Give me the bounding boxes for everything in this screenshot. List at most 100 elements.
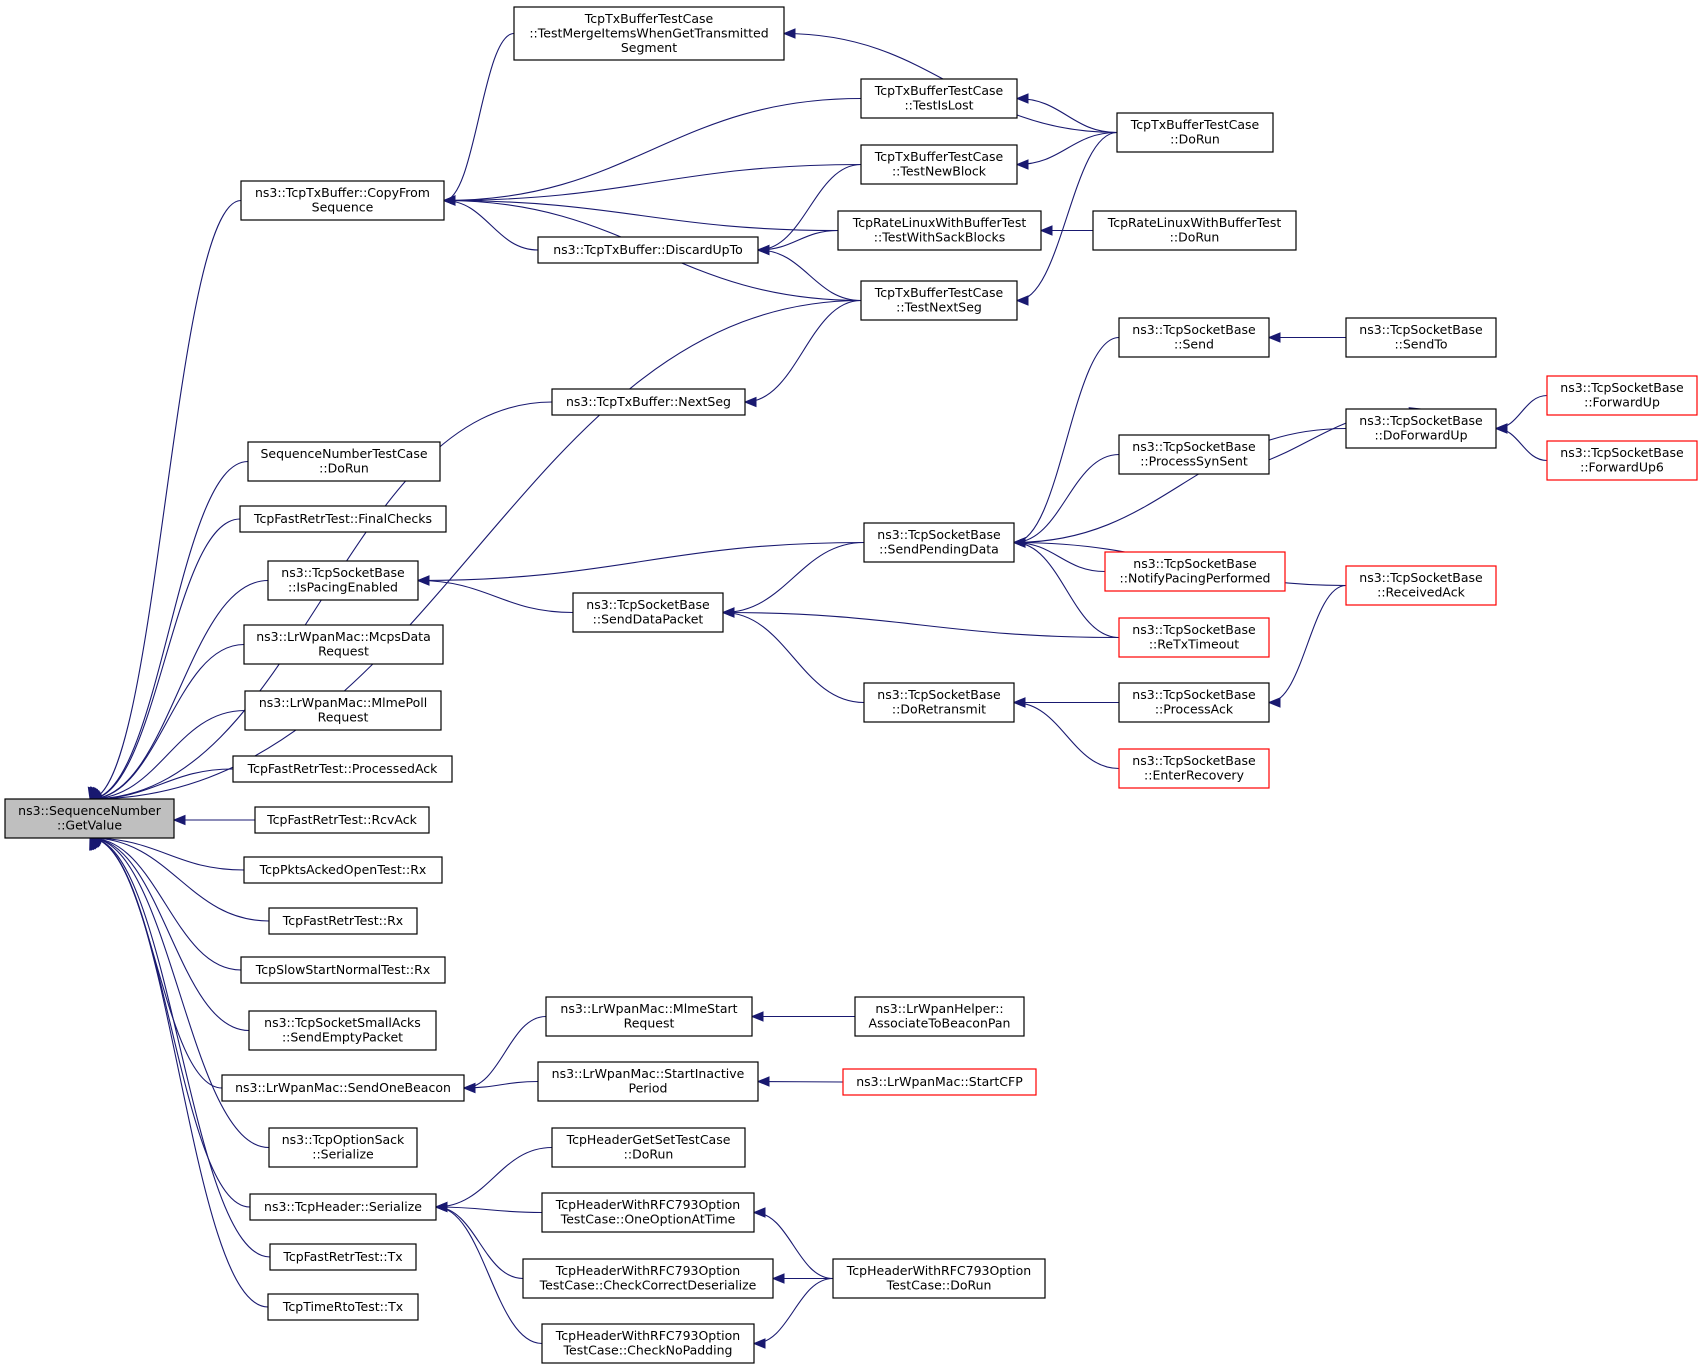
node-box <box>240 180 445 221</box>
node-discard-up-to[interactable]: ns3::TcpTxBuffer::DiscardUpTo <box>537 236 759 264</box>
node-send-empty[interactable]: ns3::TcpSocketSmallAcks::SendEmptyPacket <box>248 1010 437 1051</box>
node-process-ack[interactable]: ns3::TcpSocketBase::ProcessAck <box>1118 682 1270 723</box>
node-rate-do-run[interactable]: TcpRateLinuxWithBufferTest::DoRun <box>1092 210 1297 251</box>
edge-line <box>757 249 862 302</box>
node-is-pacing[interactable]: ns3::TcpSocketBase::IsPacingEnabled <box>267 560 419 601</box>
arrowhead <box>1494 423 1508 434</box>
edge-rate-do-run-to-test-with-sack <box>1039 225 1093 236</box>
node-label-line: ::DoRun <box>1170 132 1220 147</box>
node-test-is-lost[interactable]: TcpTxBufferTestCase::TestIsLost <box>860 78 1018 119</box>
node-sock-send[interactable]: ns3::TcpSocketBase::Send <box>1118 317 1270 358</box>
node-re-tx-timeout[interactable]: ns3::TcpSocketBase::ReTxTimeout <box>1118 617 1270 658</box>
node-check-correct[interactable]: TcpHeaderWithRFC793OptionTestCase::Check… <box>522 1258 774 1299</box>
node-check-no-padding[interactable]: TcpHeaderWithRFC793OptionTestCase::Check… <box>541 1323 755 1364</box>
node-header-serialize[interactable]: ns3::TcpHeader::Serialize <box>249 1193 437 1221</box>
edge-line <box>1268 584 1347 704</box>
node-fast-retr-tx[interactable]: TcpFastRetrTest::Tx <box>269 1243 417 1271</box>
edge-line <box>1013 701 1120 770</box>
node-final-checks[interactable]: TcpFastRetrTest::FinalChecks <box>239 505 447 533</box>
node-label-line: ::TestNextSeg <box>896 300 982 315</box>
node-forward-up[interactable]: ns3::TcpSocketBase::ForwardUp <box>1546 375 1698 416</box>
node-send-data-packet[interactable]: ns3::TcpSocketBase::SendDataPacket <box>572 592 724 633</box>
node-get-set-do-run[interactable]: TcpHeaderGetSetTestCase::DoRun <box>551 1127 746 1168</box>
node-forward-up6[interactable]: ns3::TcpSocketBase::ForwardUp6 <box>1546 440 1698 481</box>
edge-line <box>757 1080 844 1083</box>
node-test-merge[interactable]: TcpTxBufferTestCase::TestMergeItemsWhenG… <box>513 6 785 61</box>
node-test-new-block[interactable]: TcpTxBufferTestCase::TestNewBlock <box>860 144 1018 185</box>
node-one-option[interactable]: TcpHeaderWithRFC793OptionTestCase::OneOp… <box>541 1192 755 1233</box>
node-box <box>269 1243 417 1271</box>
node-label-line: TcpHeaderGetSetTestCase <box>566 1132 731 1147</box>
node-box <box>1116 112 1274 153</box>
node-sock-send-to[interactable]: ns3::TcpSocketBase::SendTo <box>1345 317 1497 358</box>
node-label-line: TcpFastRetrTest::Tx <box>282 1249 402 1264</box>
edge-send-pending-to-send-data-packet <box>721 541 865 618</box>
node-box <box>243 624 444 665</box>
node-associate[interactable]: ns3::LrWpanHelper::AssociateToBeaconPan <box>854 996 1025 1037</box>
node-process-syn-sent[interactable]: ns3::TcpSocketBase::ProcessSynSent <box>1118 434 1270 475</box>
node-fast-retr-rx[interactable]: TcpFastRetrTest::Rx <box>268 907 418 935</box>
edge-line <box>757 163 862 251</box>
node-do-forward-up[interactable]: ns3::TcpSocketBase::DoForwardUp <box>1345 408 1497 449</box>
node-label-line: TcpTxBufferTestCase <box>584 11 714 26</box>
edge-line <box>443 163 862 202</box>
node-label-line: TcpFastRetrTest::ProcessedAck <box>247 761 439 776</box>
node-option-sack[interactable]: ns3::TcpOptionSack::Serialize <box>268 1127 418 1168</box>
node-label-line: ns3::TcpTxBuffer::DiscardUpTo <box>553 242 743 257</box>
node-send-one-beacon[interactable]: ns3::LrWpanMac::SendOneBeacon <box>221 1074 465 1102</box>
node-box <box>1345 408 1497 449</box>
arrowhead <box>1015 295 1029 306</box>
node-test-next-seg[interactable]: TcpTxBufferTestCase::TestNextSeg <box>860 280 1018 321</box>
arrowhead <box>442 195 456 206</box>
node-start-cfp[interactable]: ns3::LrWpanMac::StartCFP <box>842 1068 1037 1096</box>
node-box <box>244 690 442 731</box>
node-test-with-sack[interactable]: TcpRateLinuxWithBufferTest::TestWithSack… <box>837 210 1042 251</box>
node-label-line: ns3::TcpSocketBase <box>1560 445 1684 460</box>
node-enter-recovery[interactable]: ns3::TcpSocketBase::EnterRecovery <box>1118 748 1270 789</box>
arrowhead <box>752 1338 766 1349</box>
edge-line <box>443 32 515 202</box>
edge-line <box>435 1206 543 1345</box>
node-box <box>254 806 430 834</box>
node-received-ack[interactable]: ns3::TcpSocketBase::ReceivedAck <box>1345 565 1497 606</box>
arrowhead <box>756 244 770 256</box>
node-tx-do-run[interactable]: TcpTxBufferTestCase::DoRun <box>1116 112 1274 153</box>
edge-line <box>1013 453 1120 544</box>
node-do-retransmit[interactable]: ns3::TcpSocketBase::DoRetransmit <box>863 682 1015 723</box>
node-processed-ack[interactable]: TcpFastRetrTest::ProcessedAck <box>232 755 453 783</box>
node-send-pending[interactable]: ns3::TcpSocketBase::SendPendingData <box>863 522 1015 563</box>
edge-test-merge-to-copy-from <box>442 32 515 206</box>
node-label-line: TestCase::DoRun <box>886 1278 992 1293</box>
node-rcv-ack[interactable]: TcpFastRetrTest::RcvAck <box>254 806 430 834</box>
edge-start-inactive-to-send-one-beacon <box>462 1080 539 1094</box>
node-label-line: ns3::LrWpanMac::McpsData <box>256 629 430 644</box>
node-box <box>1118 317 1270 358</box>
node-label-line: ::DoForwardUp <box>1374 428 1467 443</box>
edge-test-with-sack-to-copy-from <box>442 195 839 232</box>
edge-line <box>1495 427 1548 462</box>
node-pkts-acked-rx[interactable]: TcpPktsAckedOpenTest::Rx <box>243 856 443 884</box>
node-notify-pacing[interactable]: ns3::TcpSocketBase::NotifyPacingPerforme… <box>1104 551 1286 592</box>
edge-get-set-do-run-to-header-serialize <box>434 1146 553 1213</box>
node-box <box>268 907 418 935</box>
node-time-rto-tx[interactable]: TcpTimeRtoTest::Tx <box>267 1293 419 1321</box>
edge-line <box>722 611 865 704</box>
edge-line <box>744 299 862 403</box>
node-slow-start-rx[interactable]: TcpSlowStartNormalTest::Rx <box>240 956 446 984</box>
node-seq-do-run[interactable]: SequenceNumberTestCase::DoRun <box>247 441 441 482</box>
arrowhead <box>756 1076 770 1087</box>
node-box <box>232 755 453 783</box>
node-label-line: ns3::SequenceNumber <box>18 803 162 818</box>
node-label-line: ns3::LrWpanMac::SendOneBeacon <box>235 1080 451 1095</box>
node-next-seg[interactable]: ns3::TcpTxBuffer::NextSeg <box>551 388 746 416</box>
node-root[interactable]: ns3::SequenceNumber::GetValue <box>4 798 175 839</box>
arrowhead <box>172 814 186 826</box>
edge-line <box>722 541 865 614</box>
node-box <box>1104 551 1286 592</box>
